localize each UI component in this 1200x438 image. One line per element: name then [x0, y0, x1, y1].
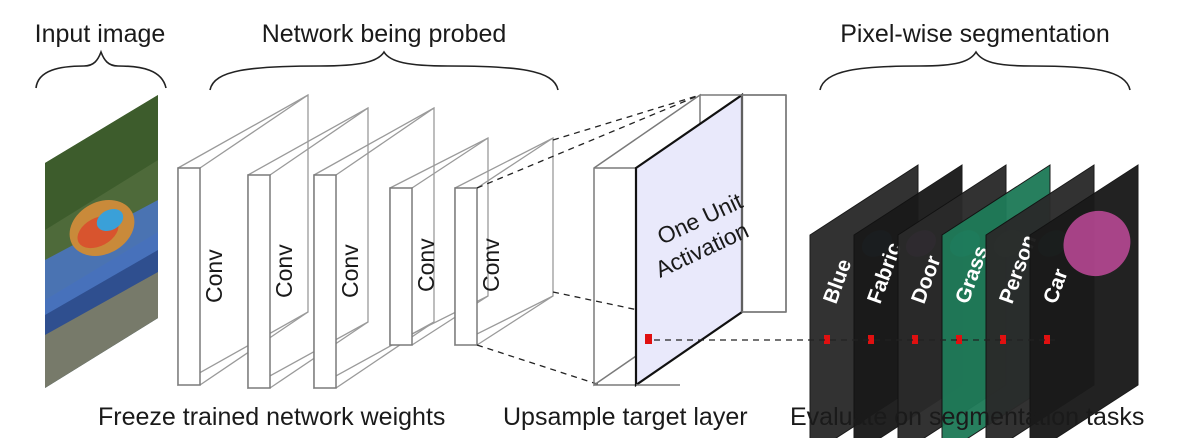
conv-label-2: Conv [271, 244, 297, 298]
segmentation-marker-door [912, 335, 918, 344]
network-brace [209, 50, 559, 91]
segmentation-brace [819, 50, 1131, 91]
upsampled-layer [593, 92, 787, 388]
segmentation-marker-person [1000, 335, 1006, 344]
segmentation-marker-fabric [868, 335, 874, 344]
unit-activation-marker [645, 334, 652, 344]
conv-layer-1 [177, 93, 309, 387]
network-heading: Network being probed [262, 20, 507, 48]
projection-line-top-2 [552, 94, 701, 141]
projection-line-bottom [476, 344, 601, 386]
segmentation-heading: Pixel-wise segmentation [840, 20, 1110, 48]
conv-layer-3 [313, 106, 435, 390]
conv-label-1: Conv [201, 249, 227, 303]
segmentation-mask-car [1063, 210, 1131, 277]
segmentation-marker-blue [824, 335, 830, 344]
caption-freeze: Freeze trained network weights [98, 403, 445, 431]
projection-line-top [476, 94, 701, 189]
input-brace [35, 49, 167, 89]
segmentation-marker-grass [956, 335, 962, 344]
input-image [45, 95, 158, 388]
segmentation-marker-car [1044, 335, 1050, 344]
conv-layer-2 [247, 106, 369, 390]
conv-label-5: Conv [478, 238, 504, 292]
caption-evaluate: Evaluate on segmentation tasks [790, 403, 1144, 431]
conv-label-4: Conv [413, 238, 439, 292]
caption-upsample: Upsample target layer [503, 403, 748, 431]
projection-line-mid [552, 291, 639, 311]
conv-layer-4 [389, 136, 489, 347]
conv-label-3: Conv [337, 244, 363, 298]
input-heading: Input image [35, 20, 166, 48]
conv-layer-5 [454, 136, 554, 347]
